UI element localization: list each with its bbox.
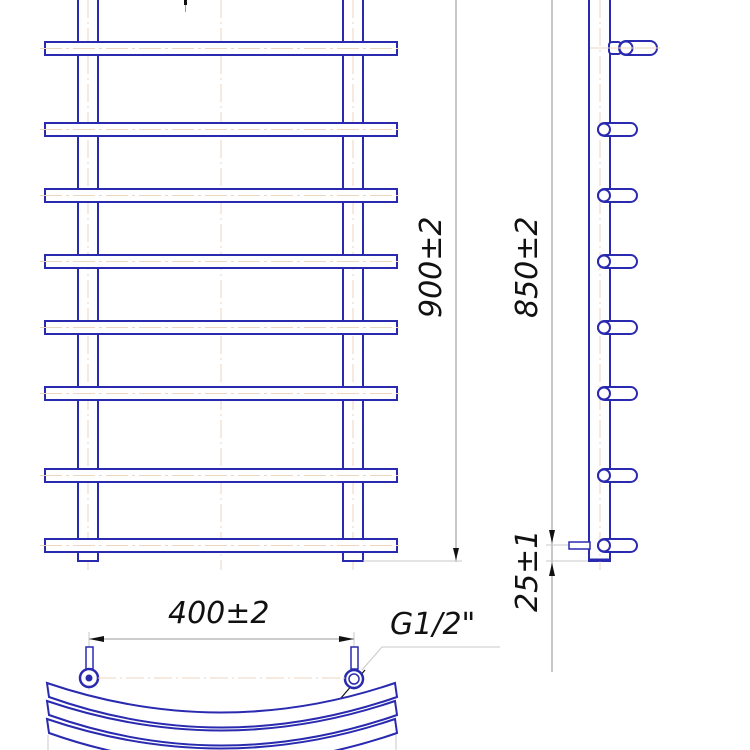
arrowhead-icon xyxy=(549,530,555,543)
dimension-connection-height: 850±2 25±1 xyxy=(510,0,600,672)
plan-view: 400±2 G1/2" xyxy=(45,596,500,750)
left-rail-end xyxy=(77,551,99,562)
arrowhead-icon xyxy=(549,563,555,576)
dimension-connection-spacing: 400±2 xyxy=(88,596,355,690)
right-rail-end xyxy=(342,551,364,562)
crossbar xyxy=(40,386,400,401)
top-arrow-icon xyxy=(184,0,187,12)
dimension-label-900: 900±2 xyxy=(414,217,449,318)
dimension-overall-height: 900±2 xyxy=(363,0,462,562)
thread-label: G1/2" xyxy=(390,607,475,642)
dimension-label-25: 25±1 xyxy=(510,530,545,612)
crossbar xyxy=(40,122,400,137)
crossbars xyxy=(40,41,400,553)
front-view xyxy=(40,0,400,570)
arrowhead-icon xyxy=(89,636,104,642)
hook xyxy=(597,254,638,269)
left-connection xyxy=(78,646,100,689)
hook xyxy=(597,386,638,401)
side-view xyxy=(568,0,660,570)
right-connection xyxy=(343,646,365,690)
crossbar xyxy=(40,320,400,335)
hook xyxy=(597,122,638,137)
arrowhead-icon xyxy=(453,548,459,560)
curved-bars xyxy=(45,681,399,750)
dimension-label-400: 400±2 xyxy=(168,596,269,631)
hook xyxy=(597,538,638,553)
hook xyxy=(597,188,638,203)
hook xyxy=(597,468,638,483)
crossbar xyxy=(40,468,400,483)
crossbar xyxy=(40,538,400,553)
crossbar xyxy=(40,254,400,269)
right-rail xyxy=(342,0,364,570)
left-rail xyxy=(77,0,99,570)
dimension-label-850: 850±2 xyxy=(510,217,545,318)
crossbar xyxy=(40,41,400,56)
arrowhead-icon xyxy=(339,636,354,642)
thread-callout: G1/2" xyxy=(340,607,500,699)
bottom-connection xyxy=(568,541,591,550)
side-hooks xyxy=(597,122,638,553)
top-connection xyxy=(590,40,660,56)
crossbar xyxy=(40,188,400,203)
hook xyxy=(597,320,638,335)
